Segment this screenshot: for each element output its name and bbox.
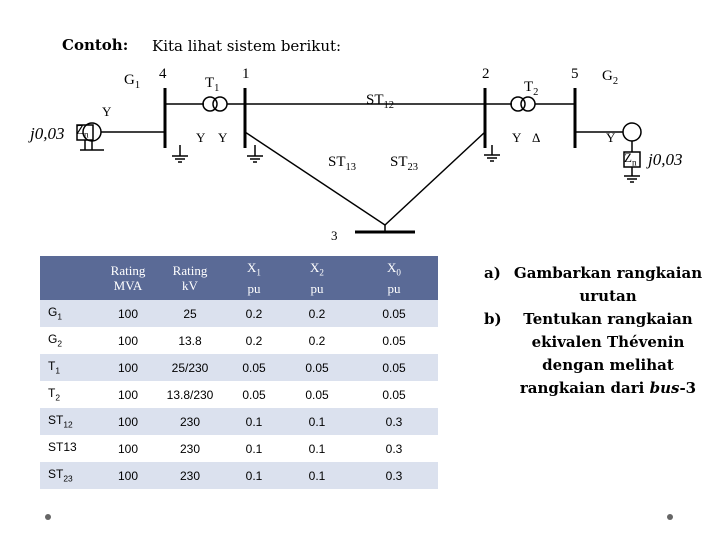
table-cell-x1: 0.2 (245, 333, 263, 348)
table-cell-mva: 100 (117, 441, 139, 456)
table-cell-kv: 25/230 (156, 354, 224, 381)
table-header-corner (40, 256, 100, 300)
table-cell-x1: 0.1 (224, 408, 284, 435)
task-a: a) Gambarkan rangkaian urutan (484, 264, 703, 305)
table-cell-x2: 0.05 (305, 387, 329, 402)
table-cell-x2: 0.2 (308, 333, 326, 348)
label-impedance-right: j0,03 (648, 150, 683, 169)
table-cell-kv: 13.8 (178, 333, 202, 348)
table-cell-mva: 100 (117, 387, 139, 402)
label-y-t1-right: Y (218, 130, 228, 145)
label-st12: ST12 (366, 92, 395, 111)
table-cell-kv: 25 (156, 300, 224, 327)
table-cell-kv: 230 (156, 408, 224, 435)
label-t2: T2 (524, 79, 539, 98)
slide-dot-left (45, 514, 51, 520)
table-cell-x2: 0.05 (284, 354, 350, 381)
table-cell-x1: 0.1 (224, 462, 284, 489)
table-cell-x1: 0.1 (245, 441, 263, 456)
table-cell-kv: 230 (156, 462, 224, 489)
table-cell-x0: 0.05 (350, 354, 438, 381)
transformer-t1-coil-a (202, 96, 218, 112)
table-cell-x2: 0.2 (284, 300, 350, 327)
one-line-diagram (76, 88, 642, 234)
transformer-t2-coil-b (520, 96, 536, 112)
table-row: ST13 100 230 0.1 0.1 0.3 (40, 435, 438, 462)
table-cell-x1: 0.2 (224, 300, 284, 327)
line-st13 (244, 131, 386, 226)
label-zn-right: Zn (624, 150, 637, 168)
label-bus-4: 4 (159, 66, 167, 82)
label-bus-2: 2 (482, 66, 490, 82)
table-cell-component: ST12 (40, 408, 100, 435)
line-st23 (384, 131, 486, 226)
table-cell-x2: 0.1 (308, 441, 326, 456)
label-y-t1-left: Y (196, 130, 206, 145)
table-cell-component: G2 (48, 332, 63, 349)
transformer-t1-coil-b (212, 96, 228, 112)
label-g2: G2 (602, 68, 619, 87)
label-y-gen-right: Y (606, 130, 616, 145)
label-g1: G1 (124, 72, 141, 91)
slide-dot-right (667, 514, 673, 520)
transformer-t2-coil-a (510, 96, 526, 112)
table-cell-x1: 0.05 (224, 354, 284, 381)
table-cell-x2: 0.1 (284, 408, 350, 435)
label-y-t2: Y (512, 130, 522, 145)
generator-g2-symbol (622, 122, 642, 142)
table-cell-mva: 100 (117, 333, 139, 348)
table-cell-mva: 100 (100, 408, 156, 435)
label-impedance-left: j0,03 (30, 124, 65, 143)
table-cell-x0: 0.05 (382, 387, 406, 402)
table-cell-kv: 230 (179, 441, 201, 456)
label-bus-5: 5 (571, 66, 579, 82)
task-list: a) Gambarkan rangkaian urutan b) Tentuka… (484, 262, 704, 400)
table-cell-x0: 0.3 (350, 408, 438, 435)
label-st13: ST13 (328, 154, 357, 173)
task-b: b) Tentukan rangkaian ekivalen Thévenin … (484, 310, 697, 397)
table-cell-x2: 0.1 (284, 462, 350, 489)
label-bus-3: 3 (331, 228, 338, 243)
table-cell-mva: 100 (100, 354, 156, 381)
table-cell-x0: 0.3 (385, 441, 403, 456)
table-cell-x0: 0.05 (350, 300, 438, 327)
example-label: Contoh: (62, 36, 129, 54)
table-row: T2 100 13.8/230 0.05 0.05 0.05 (40, 381, 438, 408)
label-st23: ST23 (390, 154, 419, 173)
table-cell-component: T2 (48, 386, 61, 403)
label-t1: T1 (205, 75, 220, 94)
table-cell-x1: 0.05 (242, 387, 266, 402)
example-text: Kita lihat sistem berikut: (152, 37, 342, 55)
label-bus-1: 1 (242, 66, 250, 82)
table-row: G2 100 13.8 0.2 0.2 0.05 (40, 327, 438, 354)
table-cell-mva: 100 (100, 462, 156, 489)
table-cell-component: ST23 (40, 462, 100, 489)
table-cell-component: ST13 (48, 440, 77, 455)
table-cell-x0: 0.3 (350, 462, 438, 489)
label-zn-left: Zn (76, 122, 89, 140)
label-y-gen-left: Y (102, 104, 112, 119)
table-cell-component: T1 (40, 354, 100, 381)
label-delta-t2: Δ (532, 130, 541, 145)
table-cell-x0: 0.05 (382, 333, 406, 348)
table-cell-mva: 100 (100, 300, 156, 327)
table-cell-component: G1 (40, 300, 100, 327)
table-cell-kv: 13.8/230 (166, 387, 214, 402)
